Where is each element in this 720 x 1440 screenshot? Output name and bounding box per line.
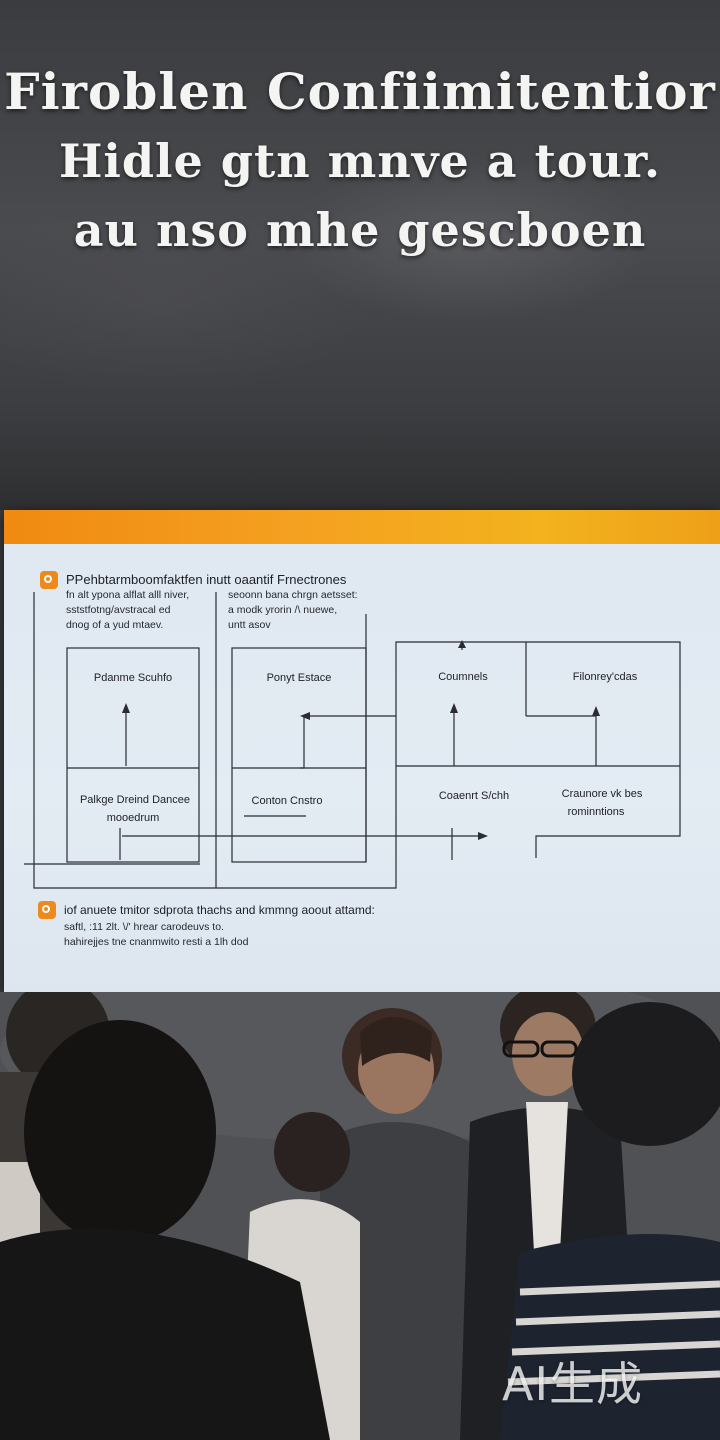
box-label-top-1: Pdanme Scuhfo [93,672,173,684]
arrow-head [592,706,600,716]
arrow-head [478,832,488,840]
box-label-bottom-2: Conton Cnstro [251,795,323,807]
diagram-box-1 [66,647,200,863]
slide-sub-line: sststfotng/avstracal ed [66,604,171,616]
slide-footer-heading: iof anuete tmitor sdprota thachs and kmm… [64,903,375,917]
projected-slide: PPehbtarmboomfaktfen inutt oaantif Frnec… [4,510,720,992]
box-label-bottom-1b: mooedrum [106,812,160,824]
slide-sub-line: dnog of a yud mtaev. [66,619,164,631]
box-label-bottom-4a: Craunore vk bes [561,788,643,800]
arrow-head [300,712,310,720]
box-label-bottom-4b: rominntions [567,806,625,818]
box-label-bottom-3: Coaenrt S/chh [438,790,510,802]
person-foreground-left [0,1020,330,1440]
connector-2 [300,715,396,769]
headline-line-3: au nso mhe gescboen [73,203,647,257]
diagram-frame-left [33,592,217,889]
slide-footer-line: hahirejjes tne cnanmwito resti a 1lh dod [64,936,249,948]
diagram-box-2 [231,647,367,863]
slide-sub-line: untt asov [228,619,271,631]
dark-sky-background [0,0,720,510]
box-label-top-4: Filonrey'cdas [572,671,638,683]
slide-sub-line: seoonn bana chrgn aetsset: [228,589,358,601]
slide-bullet-icon [38,901,56,919]
slide-heading: PPehbtarmboomfaktfen inutt oaantif Frnec… [66,572,347,587]
headline-line-1: Firoblen Confiimitentior [4,62,716,121]
headline-line-2: Hidle gtn mnve a tour. [58,134,662,188]
slide-orange-header-bar [4,510,720,544]
slide-sub-text-left: fn alt ypona alflat alll niver, sststfot… [66,588,189,633]
person-right-striped [500,1002,720,1440]
ai-generated-watermark: AI生成 [502,1357,644,1411]
slide-footer-text: saftl, :11 2lt. \/' hrear carodeuvs to. … [64,920,248,950]
box-label-top-2: Ponyt Estace [266,672,332,684]
arrow-head [122,703,130,713]
slide-bullet-icon [40,571,58,589]
audience-photo [0,992,720,1440]
diagram-frame-right [216,641,681,889]
audience-silhouettes [0,992,720,1440]
slide-sub-line: fn alt ypona alflat alll niver, [66,589,190,601]
slide-footer-line: saftl, :11 2lt. \/' hrear carodeuvs to. [64,921,224,933]
arrow-head [458,640,466,648]
box-label-bottom-1a: Palkge Dreind Dancee [79,794,191,806]
slide-flow-diagram [24,592,681,889]
slide-sub-line: a modk yrorin /\ nuewe, [228,604,338,616]
box-label-top-3: Coumnels [438,671,488,683]
arrow-head [450,703,458,713]
slide-sub-text-right: seoonn bana chrgn aetsset: a modk yrorin… [228,588,358,633]
